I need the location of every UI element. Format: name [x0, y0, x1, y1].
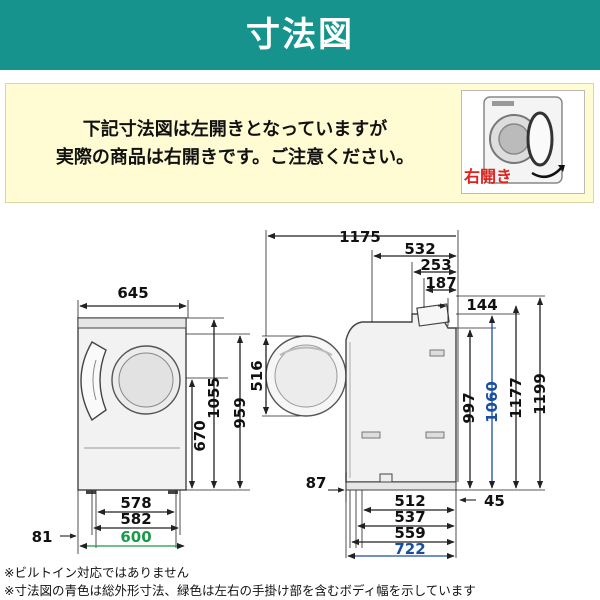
dim-645: 645 [117, 284, 148, 302]
dim-1060: 1060 [483, 381, 501, 423]
dim-1177: 1177 [507, 377, 525, 419]
notice-line-1: 下記寸法図は左開きとなっていますが [82, 119, 388, 140]
dim-1055: 1055 [205, 377, 223, 419]
dim-997: 997 [460, 392, 478, 423]
header-bar: 寸法図 [0, 0, 600, 70]
dim-512: 512 [394, 492, 425, 510]
dim-670: 670 [191, 420, 209, 451]
side-view [345, 303, 457, 491]
right-open-label: 右開き [464, 167, 513, 186]
footnote-1: ※ビルトイン対応ではありません [4, 565, 190, 580]
dim-253: 253 [420, 256, 451, 274]
door-view [265, 335, 347, 417]
dim-959: 959 [231, 397, 249, 428]
front-view [77, 317, 187, 494]
dim-600: 600 [120, 528, 151, 546]
dim-537: 537 [394, 508, 425, 526]
dim-45: 45 [484, 492, 505, 510]
dim-187: 187 [425, 274, 456, 292]
notice-line-2: 実際の商品は右開きです。ご注意ください。 [55, 147, 415, 168]
dim-144: 144 [466, 296, 497, 314]
footnote-2: ※寸法図の青色は総外形寸法、緑色は左右の手掛け部を含むボディ幅を示しています [4, 583, 476, 598]
dim-532: 532 [404, 240, 435, 258]
dim-582: 582 [120, 510, 151, 528]
dim-516: 516 [248, 360, 266, 391]
page-title: 寸法図 [246, 15, 354, 55]
dim-1199: 1199 [531, 373, 549, 415]
dim-87: 87 [306, 474, 327, 492]
notice-text: 下記寸法図は左開きとなっていますが 実際の商品は右開きです。ご注意ください。 [6, 116, 464, 172]
dim-722: 722 [394, 540, 425, 558]
right-open-illustration: 右開き [461, 90, 585, 194]
washer-door-icon [483, 96, 565, 184]
dim-578: 578 [120, 494, 151, 512]
dimension-drawing: 645 1055 959 670 578 582 600 81 516 1 [32, 228, 549, 560]
dim-559: 559 [394, 524, 425, 542]
dim-81: 81 [32, 528, 53, 546]
dim-1175: 1175 [339, 228, 381, 246]
